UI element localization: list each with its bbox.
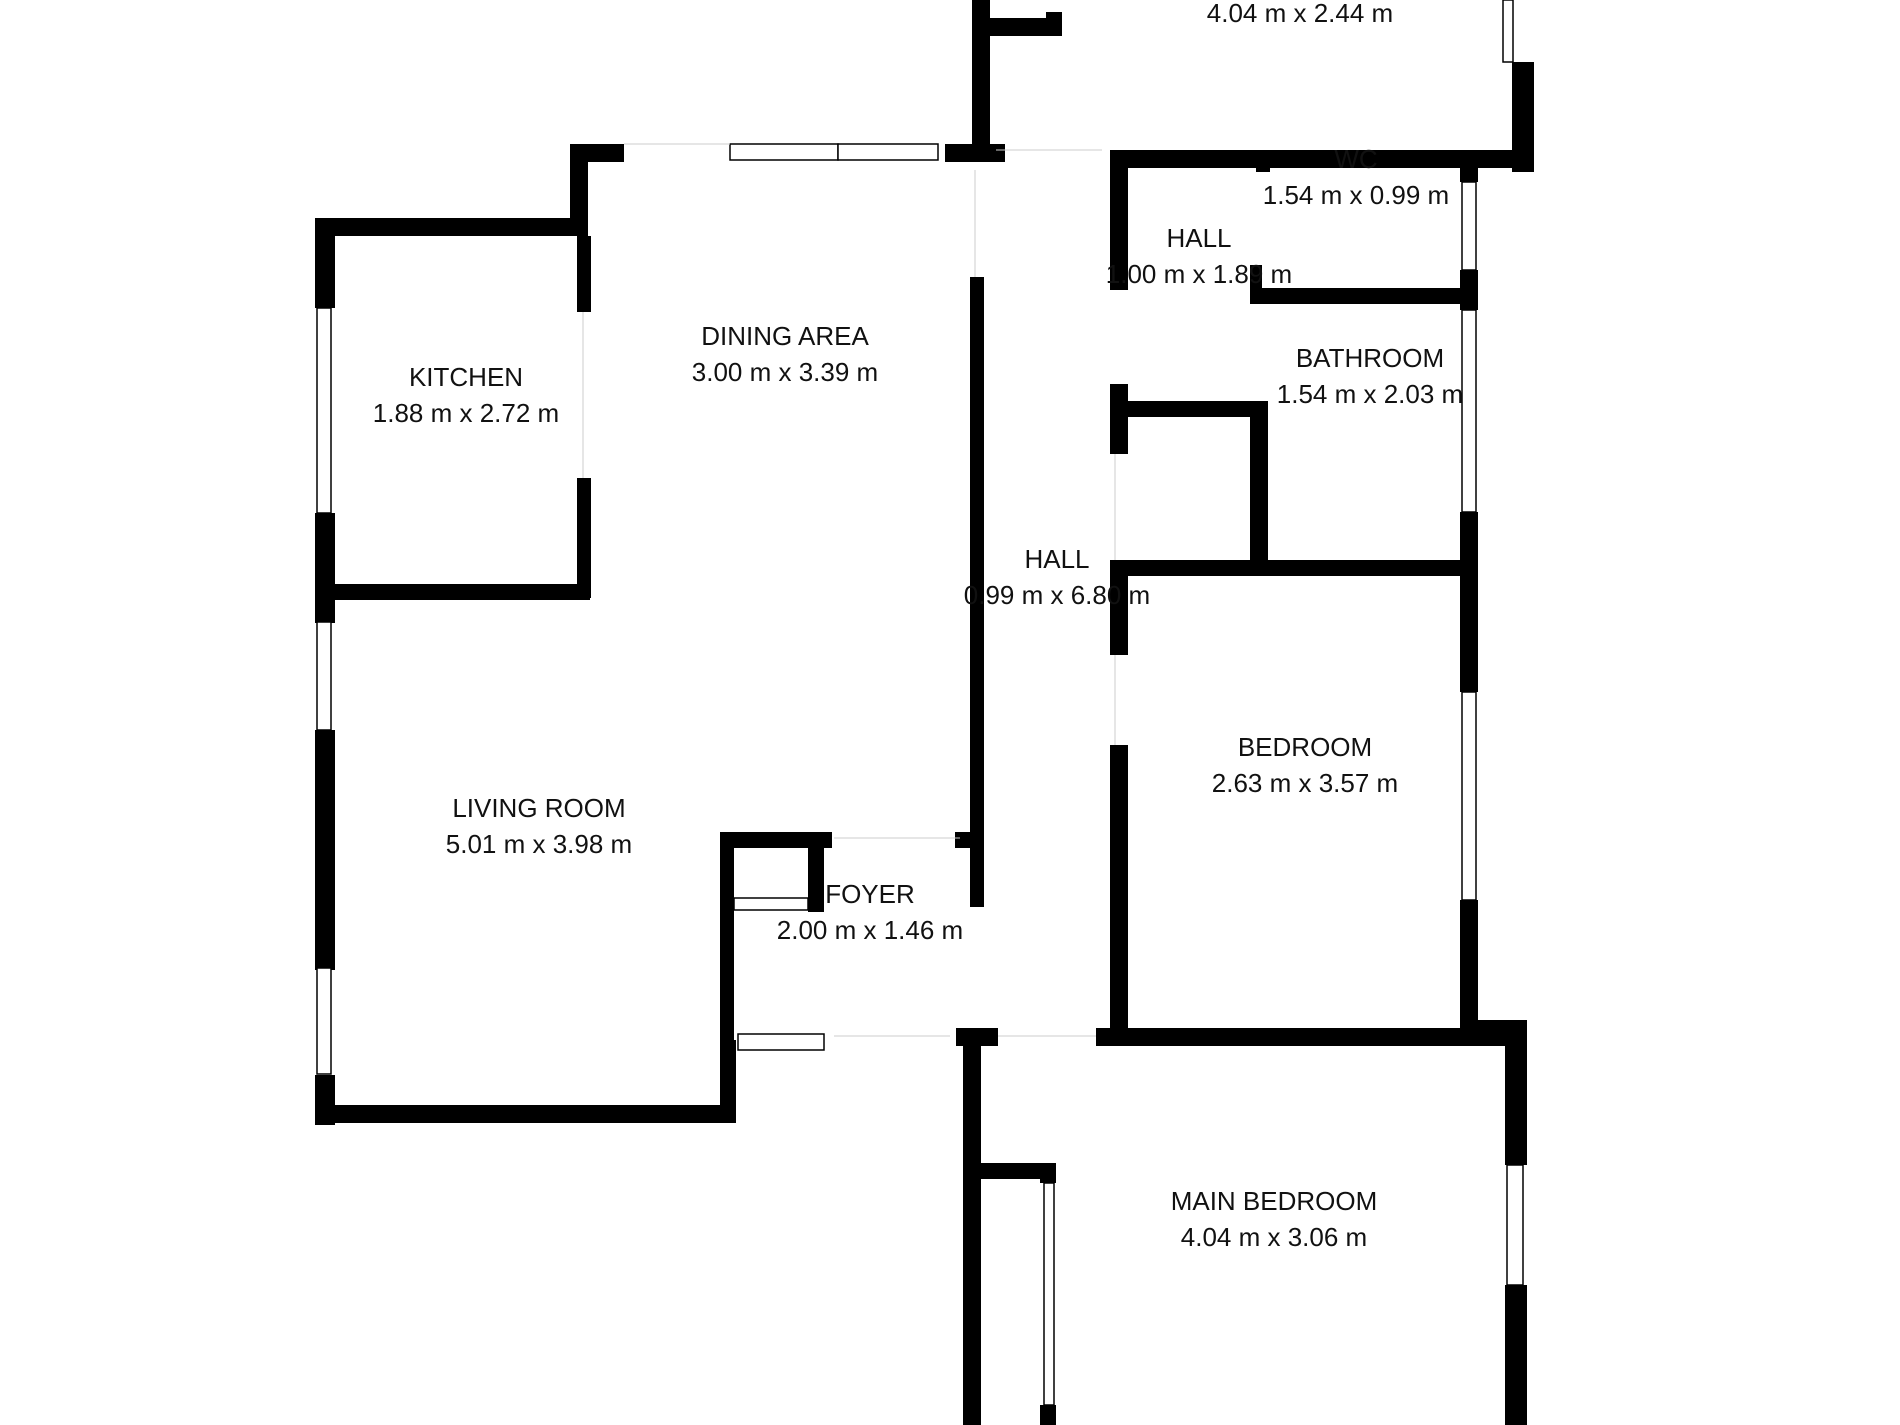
room-wc: WC 1.54 m x 0.99 m [1263,144,1449,210]
room-dimensions: 1.00 m x 1.89 m [1106,259,1292,289]
room-kitchen: KITCHEN 1.88 m x 2.72 m [373,362,559,428]
room-name: BATHROOM [1296,343,1444,373]
room-dimensions: 4.04 m x 2.44 m [1207,0,1393,28]
room-dimensions: 1.54 m x 2.03 m [1277,379,1463,409]
room-name: HALL [1166,223,1231,253]
room-dining-area: DINING AREA 3.00 m x 3.39 m [692,321,878,387]
room-foyer: FOYER 2.00 m x 1.46 m [777,879,963,945]
room-dimensions: 1.54 m x 0.99 m [1263,180,1449,210]
room-name: KITCHEN [409,362,523,392]
room-dimensions: 4.04 m x 3.06 m [1181,1222,1367,1252]
room-hall-long: HALL 0.99 m x 6.80 m [964,544,1150,610]
room-name: FOYER [825,879,915,909]
room-dimensions: 2.63 m x 3.57 m [1212,768,1398,798]
room-bedroom: BEDROOM 2.63 m x 3.57 m [1212,732,1398,798]
room-hall-small: HALL 1.00 m x 1.89 m [1106,223,1292,289]
room-dimensions: 2.00 m x 1.46 m [777,915,963,945]
room-dimensions: 0.99 m x 6.80 m [964,580,1150,610]
room-name: WC [1334,144,1377,174]
room-living-room: LIVING ROOM 5.01 m x 3.98 m [446,793,632,859]
room-name: DINING AREA [701,321,869,351]
room-dimensions: 5.01 m x 3.98 m [446,829,632,859]
room-name: LIVING ROOM [452,793,625,823]
room-name: HALL [1024,544,1089,574]
walls [315,0,1534,1425]
room-name: MAIN BEDROOM [1171,1186,1378,1216]
door-openings [582,143,1116,1037]
room-main-bedroom: MAIN BEDROOM 4.04 m x 3.06 m [1171,1186,1378,1252]
room-bathroom: BATHROOM 1.54 m x 2.03 m [1277,343,1463,409]
room-dimensions: 1.88 m x 2.72 m [373,398,559,428]
room-name: BEDROOM [1238,732,1372,762]
room-bedroom-top: 4.04 m x 2.44 m [1207,0,1393,28]
room-dimensions: 3.00 m x 3.39 m [692,357,878,387]
windows [316,0,1524,1406]
